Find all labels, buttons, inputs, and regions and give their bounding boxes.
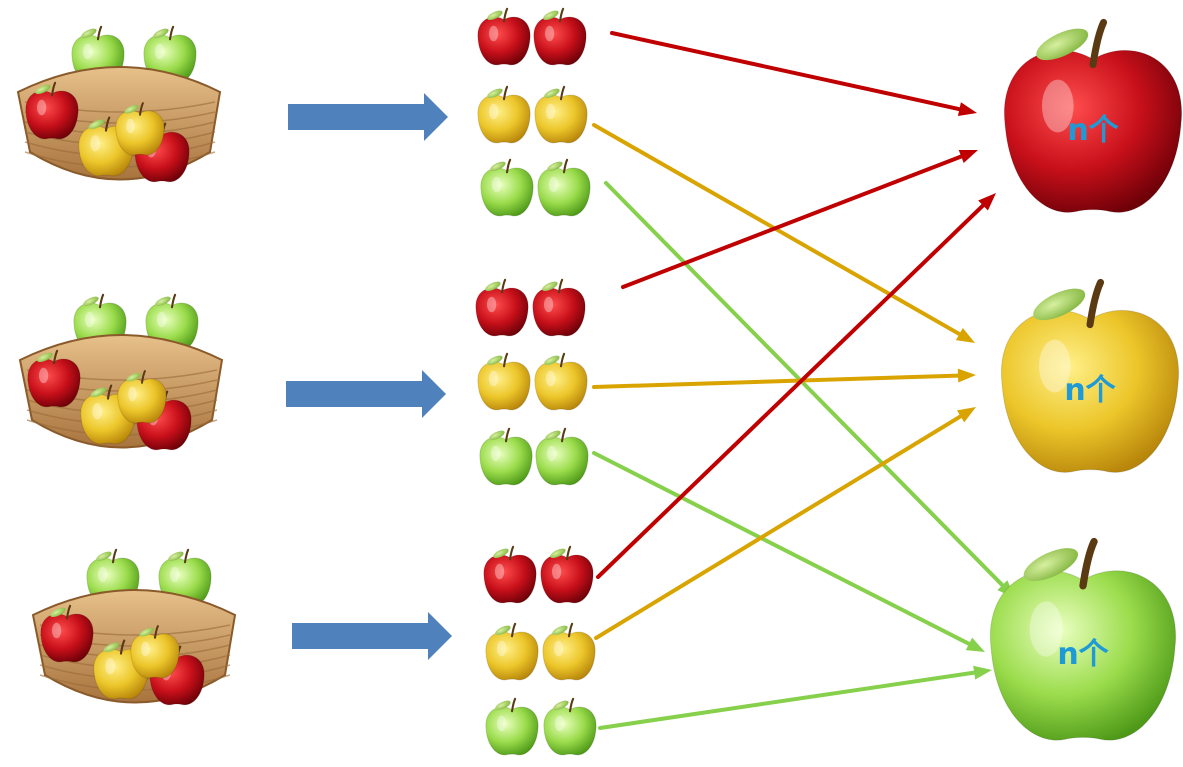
block-arrow	[286, 370, 446, 418]
apple-icon	[535, 427, 589, 486]
apple-icon	[540, 545, 594, 604]
connection-arrow	[596, 193, 996, 579]
apple-icon	[117, 370, 167, 424]
connection-arrow	[592, 368, 976, 389]
target-count-label: n个	[1057, 637, 1109, 672]
target-count-label: n个	[1064, 373, 1116, 408]
diagram-nodes: n个 n个 n个	[16, 7, 1183, 756]
apple-icon	[485, 697, 539, 756]
apple-icon	[25, 81, 79, 140]
connection-arrow	[621, 149, 978, 289]
fruit-basket-icon	[31, 548, 237, 706]
apple-icon	[534, 85, 588, 144]
connection-arrow	[598, 665, 992, 730]
connection-arrow	[592, 451, 985, 652]
apple-icon	[40, 604, 94, 663]
connection-arrow	[592, 123, 975, 343]
apple-icon	[477, 7, 531, 66]
connection-lines	[592, 31, 1015, 730]
apple-icon	[115, 102, 165, 156]
target-apple-icon	[1003, 18, 1183, 213]
target-count-label: n个	[1067, 113, 1119, 148]
apple-icon	[130, 625, 180, 679]
fruit-basket-icon	[16, 25, 222, 183]
apple-icon	[542, 622, 596, 681]
apple-icon	[477, 85, 531, 144]
apple-icon	[27, 349, 81, 408]
connection-arrow	[610, 31, 977, 116]
apple-icon	[533, 7, 587, 66]
apple-icon	[479, 427, 533, 486]
fruit-basket-icon	[18, 293, 224, 451]
apple-icon	[485, 622, 539, 681]
apple-icon	[483, 545, 537, 604]
connection-arrow	[594, 407, 976, 640]
apple-icon	[534, 352, 588, 411]
connection-arrow	[604, 181, 1015, 598]
apple-icon	[477, 352, 531, 411]
block-arrow	[292, 612, 452, 660]
apple-icon	[537, 158, 591, 217]
target-apple-icon	[989, 537, 1177, 741]
target-apple-icon	[1000, 278, 1180, 473]
apple-icon	[543, 697, 597, 756]
apple-icon	[475, 278, 529, 337]
apple-icon	[480, 158, 534, 217]
apple-icon	[532, 278, 586, 337]
block-arrow	[288, 93, 448, 141]
